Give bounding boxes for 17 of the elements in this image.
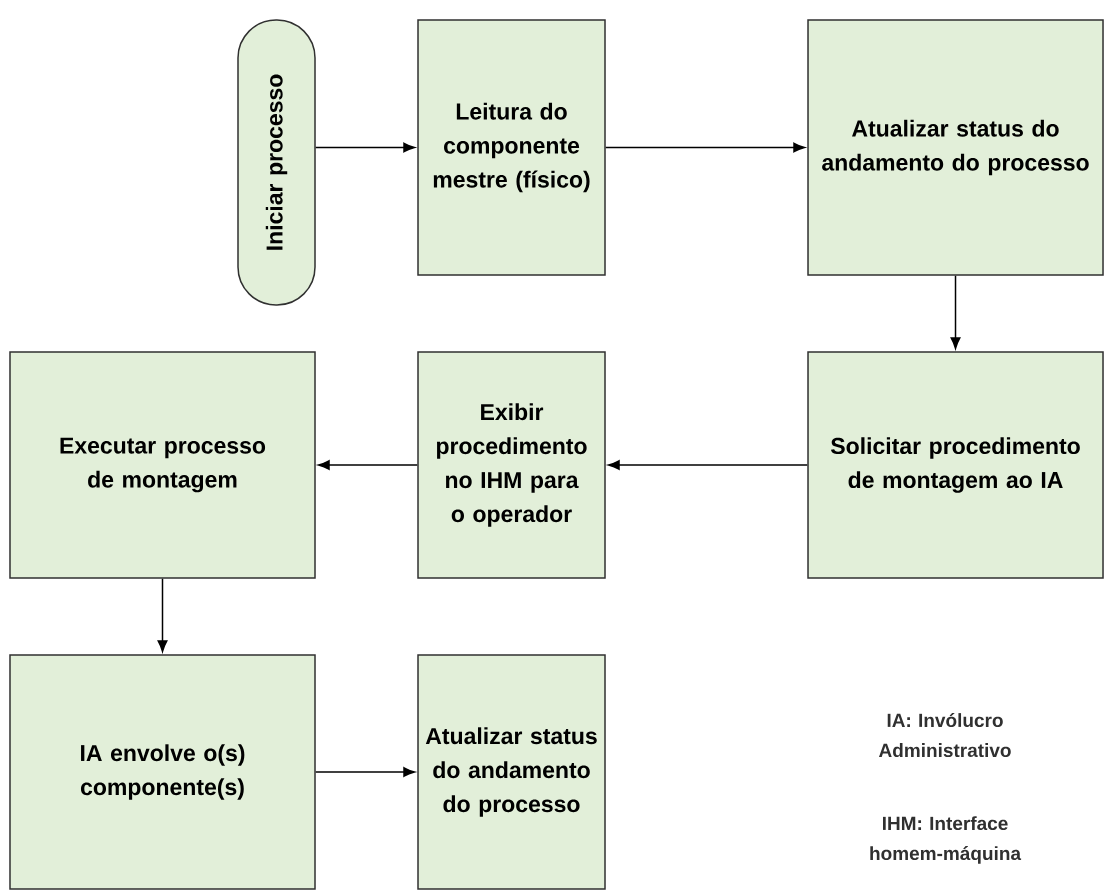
process-box: Atualizar status do andamento do processo <box>417 654 606 890</box>
arrow <box>315 142 416 153</box>
process-box: Leitura do componente mestre (físico) <box>417 19 606 276</box>
arrow <box>607 460 808 470</box>
arrow <box>950 275 961 350</box>
process-box: Exibir procedimento no IHM para o operador <box>417 351 606 579</box>
start-terminal: Iniciar processo <box>237 19 316 306</box>
arrow <box>605 142 806 153</box>
note-text: IA: Invólucro Administrativo <box>878 712 1011 758</box>
arrow <box>317 460 418 470</box>
process-box: Atualizar status do andamento do processo <box>807 19 1104 276</box>
process-box: IA envolve o(s) componente(s) <box>9 654 316 890</box>
note-text: IHM: Interface homem-máquina <box>870 816 1022 864</box>
process-box: Executar processo de montagem <box>9 351 316 579</box>
process-box: Solicitar procedimento de montagem ao IA <box>807 351 1104 579</box>
arrow <box>157 578 168 653</box>
arrow <box>315 767 416 777</box>
